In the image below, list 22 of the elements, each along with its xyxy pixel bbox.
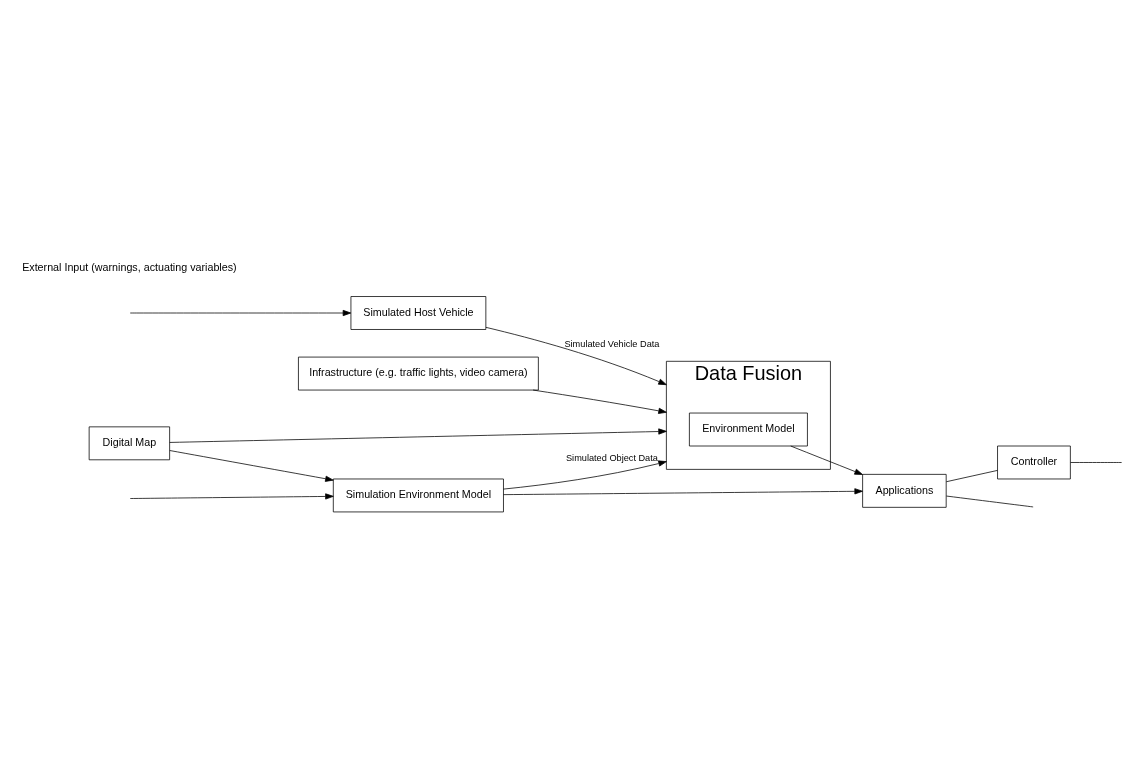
node-box: Infrastructure (e.g. traffic lights, video camera)	[298, 356, 539, 391]
edge-label: Simulated Vehicle Data	[564, 339, 660, 350]
node-box: Controller	[997, 445, 1071, 480]
connector	[1070, 462, 1123, 463]
arrow	[532, 389, 667, 414]
arrow	[485, 326, 667, 386]
connector	[946, 470, 998, 483]
arrow	[503, 460, 667, 490]
connector	[946, 495, 1034, 508]
arrow	[790, 445, 863, 475]
node-box: Applications	[862, 474, 947, 508]
arrow	[169, 428, 667, 443]
label: External Input (warnings, actuating variables)	[22, 261, 237, 274]
arrow	[129, 493, 334, 500]
node-box: Simulated Host Vehicle	[350, 296, 487, 330]
arrow	[503, 488, 863, 496]
node-box: Digital Map	[88, 426, 171, 461]
edge-label: Simulated Object Data	[565, 452, 658, 463]
node-box: Simulation Environment Model	[332, 478, 504, 513]
arrow	[169, 450, 334, 482]
arrow	[129, 309, 352, 317]
node-box: Environment Model	[689, 412, 808, 447]
